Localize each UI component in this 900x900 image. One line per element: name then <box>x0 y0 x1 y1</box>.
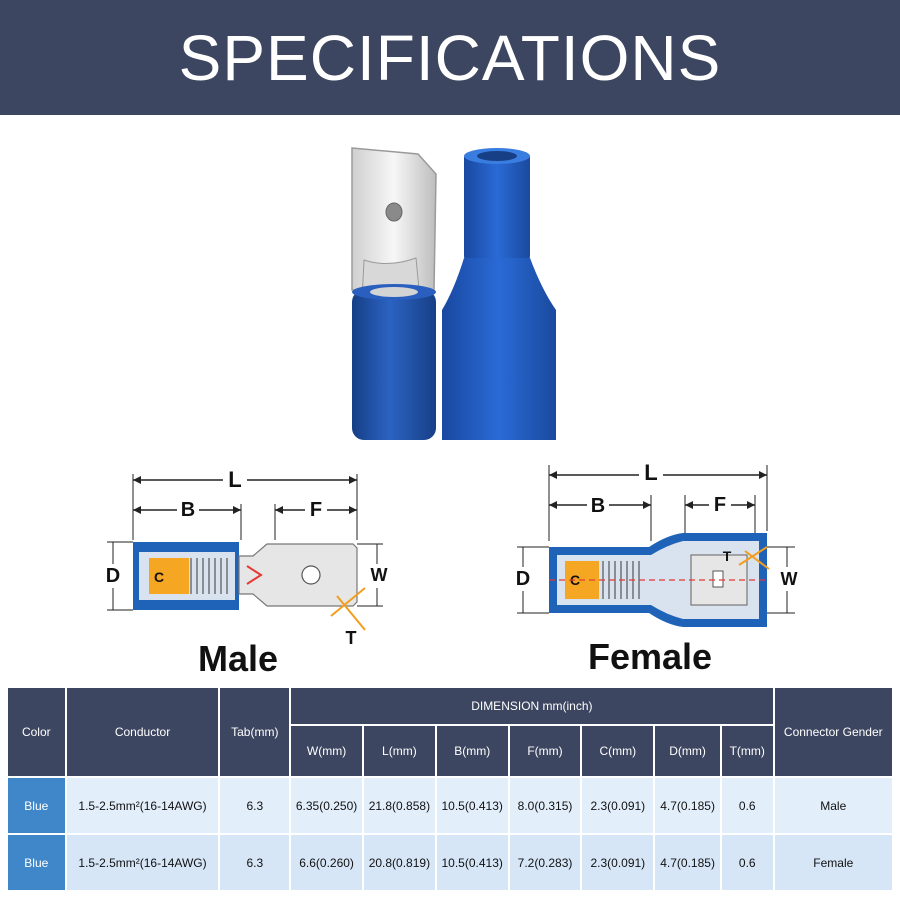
header-b: B(mm) <box>436 726 508 776</box>
cell-tab: 6.3 <box>220 778 290 833</box>
female-dim-l: L <box>644 460 657 485</box>
female-connector-photo <box>442 148 556 440</box>
header-c: C(mm) <box>582 726 654 776</box>
male-dim-c: C <box>154 569 164 585</box>
header-f: F(mm) <box>509 726 581 776</box>
cell-d: 4.7(0.185) <box>655 835 720 890</box>
male-diagram: L B F C D W T <box>101 467 391 648</box>
header-t: T(mm) <box>721 726 773 776</box>
page-title: SPECIFICATIONS <box>178 21 722 94</box>
header-w: W(mm) <box>291 726 362 776</box>
spec-table: Color Conductor Tab(mm) DIMENSION mm(inc… <box>6 686 894 892</box>
female-diagram: L B F C D W T <box>511 460 801 627</box>
male-label: Male <box>197 638 279 679</box>
cell-conductor: 1.5-2.5mm²(16-14AWG) <box>66 778 219 833</box>
header-l: L(mm) <box>363 726 435 776</box>
male-dim-w: W <box>371 565 388 585</box>
female-dim-b: B <box>591 495 605 517</box>
cell-w: 6.6(0.260) <box>291 835 362 890</box>
female-dim-f: F <box>714 494 726 516</box>
header-color: Color <box>8 688 65 776</box>
female-label: Female <box>587 636 713 677</box>
male-connector-photo <box>351 147 437 440</box>
cell-t: 0.6 <box>721 835 773 890</box>
product-photo <box>351 147 556 440</box>
female-dim-t: T <box>723 548 732 564</box>
cell-f: 8.0(0.315) <box>509 778 581 833</box>
cell-f: 7.2(0.283) <box>509 835 581 890</box>
male-dim-f: F <box>310 499 322 521</box>
table-row: Blue 1.5-2.5mm²(16-14AWG) 6.3 6.6(0.260)… <box>8 835 892 890</box>
male-dim-t: T <box>346 628 357 648</box>
cell-conductor: 1.5-2.5mm²(16-14AWG) <box>66 835 219 890</box>
header-dimension: DIMENSION mm(inch) <box>291 688 773 724</box>
male-dim-l: L <box>228 467 241 492</box>
cell-color: Blue <box>8 778 65 833</box>
cell-gender: Female <box>774 835 892 890</box>
cell-l: 21.8(0.858) <box>363 778 435 833</box>
cell-gender: Male <box>774 778 892 833</box>
female-dim-w: W <box>781 569 798 589</box>
cell-color: Blue <box>8 835 65 890</box>
cell-tab: 6.3 <box>220 835 290 890</box>
header-d: D(mm) <box>655 726 720 776</box>
header-conductor: Conductor <box>66 688 219 776</box>
cell-c: 2.3(0.091) <box>582 835 654 890</box>
male-dim-b: B <box>181 499 195 521</box>
table-row: Blue 1.5-2.5mm²(16-14AWG) 6.3 6.35(0.250… <box>8 778 892 833</box>
title-banner: SPECIFICATIONS <box>0 0 900 115</box>
header-gender: Connector Gender <box>774 688 892 776</box>
female-dim-d: D <box>516 568 530 590</box>
cell-d: 4.7(0.185) <box>655 778 720 833</box>
cell-l: 20.8(0.819) <box>363 835 435 890</box>
cell-w: 6.35(0.250) <box>291 778 362 833</box>
cell-b: 10.5(0.413) <box>436 778 508 833</box>
cell-c: 2.3(0.091) <box>582 778 654 833</box>
header-tab: Tab(mm) <box>220 688 290 776</box>
cell-t: 0.6 <box>721 778 773 833</box>
male-dim-d: D <box>106 565 120 587</box>
cell-b: 10.5(0.413) <box>436 835 508 890</box>
